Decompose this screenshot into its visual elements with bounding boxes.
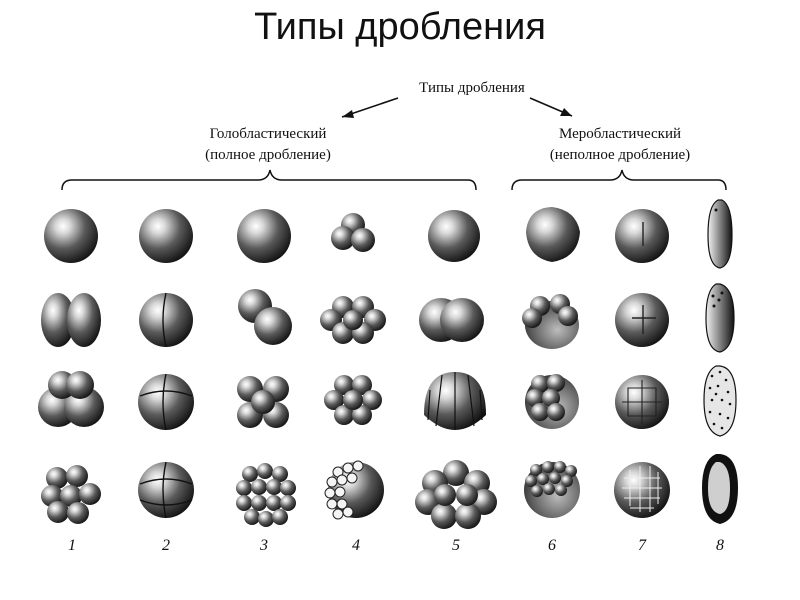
embryo-col8-row4 [702,454,738,524]
embryo-col7-row4 [614,462,670,518]
embryo-col1-row4 [41,465,101,524]
embryo-col7-row1 [615,209,669,263]
holoblastic-subtitle: (полное дробление) [205,147,331,163]
embryo-col8-row1 [707,199,733,269]
embryo-col4-row1 [331,213,375,252]
embryo-col5-row4 [415,460,497,529]
embryo-col6-row1 [526,207,580,262]
meroblastic-title: Меробластический [559,126,681,142]
holoblastic-title: Голобластический [210,126,327,142]
embryo-col7-row2 [615,293,669,347]
embryo-col8-row3 [703,365,737,437]
embryo-col5-row1 [428,210,480,262]
root-label: Типы дробления [419,80,525,96]
embryo-col7-row3 [615,375,669,429]
meroblastic-subtitle: (неполное дробление) [550,147,690,163]
column-number-4: 4 [352,537,360,554]
embryo-col2-row1 [139,209,193,263]
meroblastic-brace [511,169,727,191]
column-number-1: 1 [68,537,76,554]
embryo-col4-row2 [320,296,386,344]
embryo-col3-row2 [238,289,292,345]
embryo-col3-row3 [237,376,289,428]
embryo-col3-row1 [237,209,291,263]
embryo-col6-row2 [522,294,579,349]
embryo-col3-row4 [236,463,296,527]
page-title: Типы дробления [254,6,546,48]
column-number-8: 8 [716,537,724,554]
embryo-col6-row3 [525,374,579,429]
embryo-col1-row1 [44,209,98,263]
holoblastic-brace [61,169,477,191]
column-number-7: 7 [638,537,647,554]
embryo-col2-row4 [138,461,194,519]
arrow-right-head [560,108,572,116]
column-number-5: 5 [452,537,460,554]
embryo-col6-row4 [524,461,580,518]
embryo-col8-row2 [705,283,735,353]
embryo-col5-row3 [424,372,486,430]
arrow-left-head [342,110,354,118]
embryo-col4-row4 [324,460,384,520]
column-number-2: 2 [162,537,170,554]
embryo-col1-row3 [38,371,104,427]
column-number-3: 3 [259,537,268,554]
column-number-6: 6 [548,537,556,554]
embryo-col4-row3 [324,375,382,425]
embryo-col2-row2 [139,292,193,348]
embryo-col5-row2 [419,298,484,342]
embryo-col2-row3 [138,373,194,431]
embryo-col1-row2 [41,293,101,347]
column-numbers: 1 2 3 4 5 6 7 8 [68,537,724,554]
